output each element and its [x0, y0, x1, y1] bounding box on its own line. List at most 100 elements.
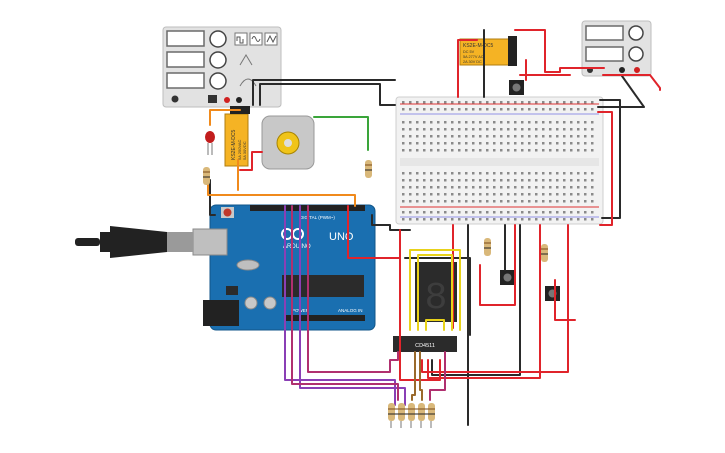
breadboard-hole [556, 211, 559, 214]
breadboard-hole [486, 128, 489, 131]
dc-motor [261, 115, 315, 170]
breadboard-hole [584, 211, 587, 214]
breadboard-hole [402, 193, 405, 196]
breadboard-hole [458, 186, 461, 189]
breadboard-hole [591, 108, 594, 111]
breadboard-hole [563, 218, 566, 221]
breadboard-hole [444, 193, 447, 196]
breadboard-hole [472, 135, 475, 138]
breadboard-hole [423, 218, 426, 221]
breadboard-hole [542, 200, 545, 203]
breadboard-hole [528, 218, 531, 221]
breadboard-hole [507, 211, 510, 214]
reset-button[interactable] [223, 208, 232, 217]
current-knob-right[interactable] [628, 46, 644, 62]
breadboard-hole [493, 101, 496, 104]
breadboard-hole [556, 101, 559, 104]
wire-black [371, 214, 411, 231]
push-button-top[interactable] [509, 80, 524, 95]
breadboard-hole [430, 128, 433, 131]
breadboard-hole [528, 172, 531, 175]
wire-red [554, 279, 576, 321]
breadboard-hole [409, 101, 412, 104]
breadboard-hole [570, 172, 573, 175]
breadboard-hole [500, 108, 503, 111]
breadboard-hole [514, 193, 517, 196]
power-switch-left[interactable] [171, 95, 179, 103]
breadboard-hole [493, 200, 496, 203]
breadboard-hole [528, 128, 531, 131]
breadboard-hole [423, 211, 426, 214]
breadboard-hole [486, 149, 489, 152]
current-knob[interactable] [209, 51, 227, 69]
breadboard-hole [500, 186, 503, 189]
breadboard-hole [402, 149, 405, 152]
seven-segment-display: 8 [415, 262, 457, 322]
usb-cable [75, 238, 100, 246]
wire-red [602, 74, 661, 91]
breadboard-hole [591, 101, 594, 104]
breadboard-hole [416, 101, 419, 104]
breadboard-hole [549, 172, 552, 175]
breadboard-hole [584, 218, 587, 221]
power-supply-left [162, 26, 282, 108]
wire-black [597, 75, 645, 108]
breadboard-hole [423, 128, 426, 131]
breadboard-hole [570, 101, 573, 104]
voltage-knob-right[interactable] [628, 25, 644, 41]
breadboard-hole [570, 200, 573, 203]
breadboard-hole [437, 142, 440, 145]
breadboard-hole [500, 128, 503, 131]
breadboard-hole [570, 211, 573, 214]
arduino-uno: ARDUINO UNO DIGITAL (PWM~) POWER ANALOG … [75, 204, 376, 331]
voltage-knob[interactable] [209, 30, 227, 48]
breadboard-hole [458, 135, 461, 138]
breadboard-hole [472, 211, 475, 214]
breadboard-hole [570, 121, 573, 124]
power-knob[interactable] [209, 72, 227, 90]
breadboard-hole [458, 179, 461, 182]
breadboard-hole [493, 186, 496, 189]
breadboard-hole [416, 186, 419, 189]
breadboard-hole [402, 200, 405, 203]
breadboard-hole [535, 193, 538, 196]
square-wave-button[interactable] [234, 32, 248, 46]
breadboard-hole [423, 121, 426, 124]
breadboard-hole [444, 108, 447, 111]
breadboard-hole [535, 101, 538, 104]
breadboard-hole [521, 218, 524, 221]
breadboard-hole [402, 218, 405, 221]
breadboard-hole [479, 179, 482, 182]
arduino-brand: ARDUINO [283, 244, 311, 250]
breadboard-hole [563, 200, 566, 203]
wire-yellow [409, 249, 461, 331]
relay-left-model: KS2E-M-DC5 [231, 129, 237, 160]
breadboard-hole [528, 200, 531, 203]
breadboard-hole [486, 142, 489, 145]
breadboard-hole [535, 128, 538, 131]
breadboard-hole [486, 172, 489, 175]
breadboard-hole [521, 121, 524, 124]
breadboard-hole [451, 193, 454, 196]
breadboard-hole [577, 135, 580, 138]
breadboard-hole [535, 121, 538, 124]
breadboard-hole [486, 121, 489, 124]
breadboard-hole [493, 108, 496, 111]
wire-orange [207, 184, 356, 207]
breadboard-hole [402, 172, 405, 175]
breadboard-hole [451, 142, 454, 145]
breadboard-hole [521, 211, 524, 214]
breadboard [395, 96, 604, 225]
breadboard-hole [500, 193, 503, 196]
breadboard-hole [500, 142, 503, 145]
breadboard-hole [423, 142, 426, 145]
breadboard-hole [451, 172, 454, 175]
relay-left: KS2E-M-DC5 5A 250VAC 5A 30VDC [224, 106, 250, 167]
push-button-middle[interactable] [500, 270, 515, 285]
breadboard-hole [416, 142, 419, 145]
wire-purple [284, 205, 396, 406]
breadboard-hole [577, 128, 580, 131]
push-button-right[interactable] [545, 286, 560, 301]
breadboard-hole [570, 186, 573, 189]
wire-black [209, 179, 216, 216]
